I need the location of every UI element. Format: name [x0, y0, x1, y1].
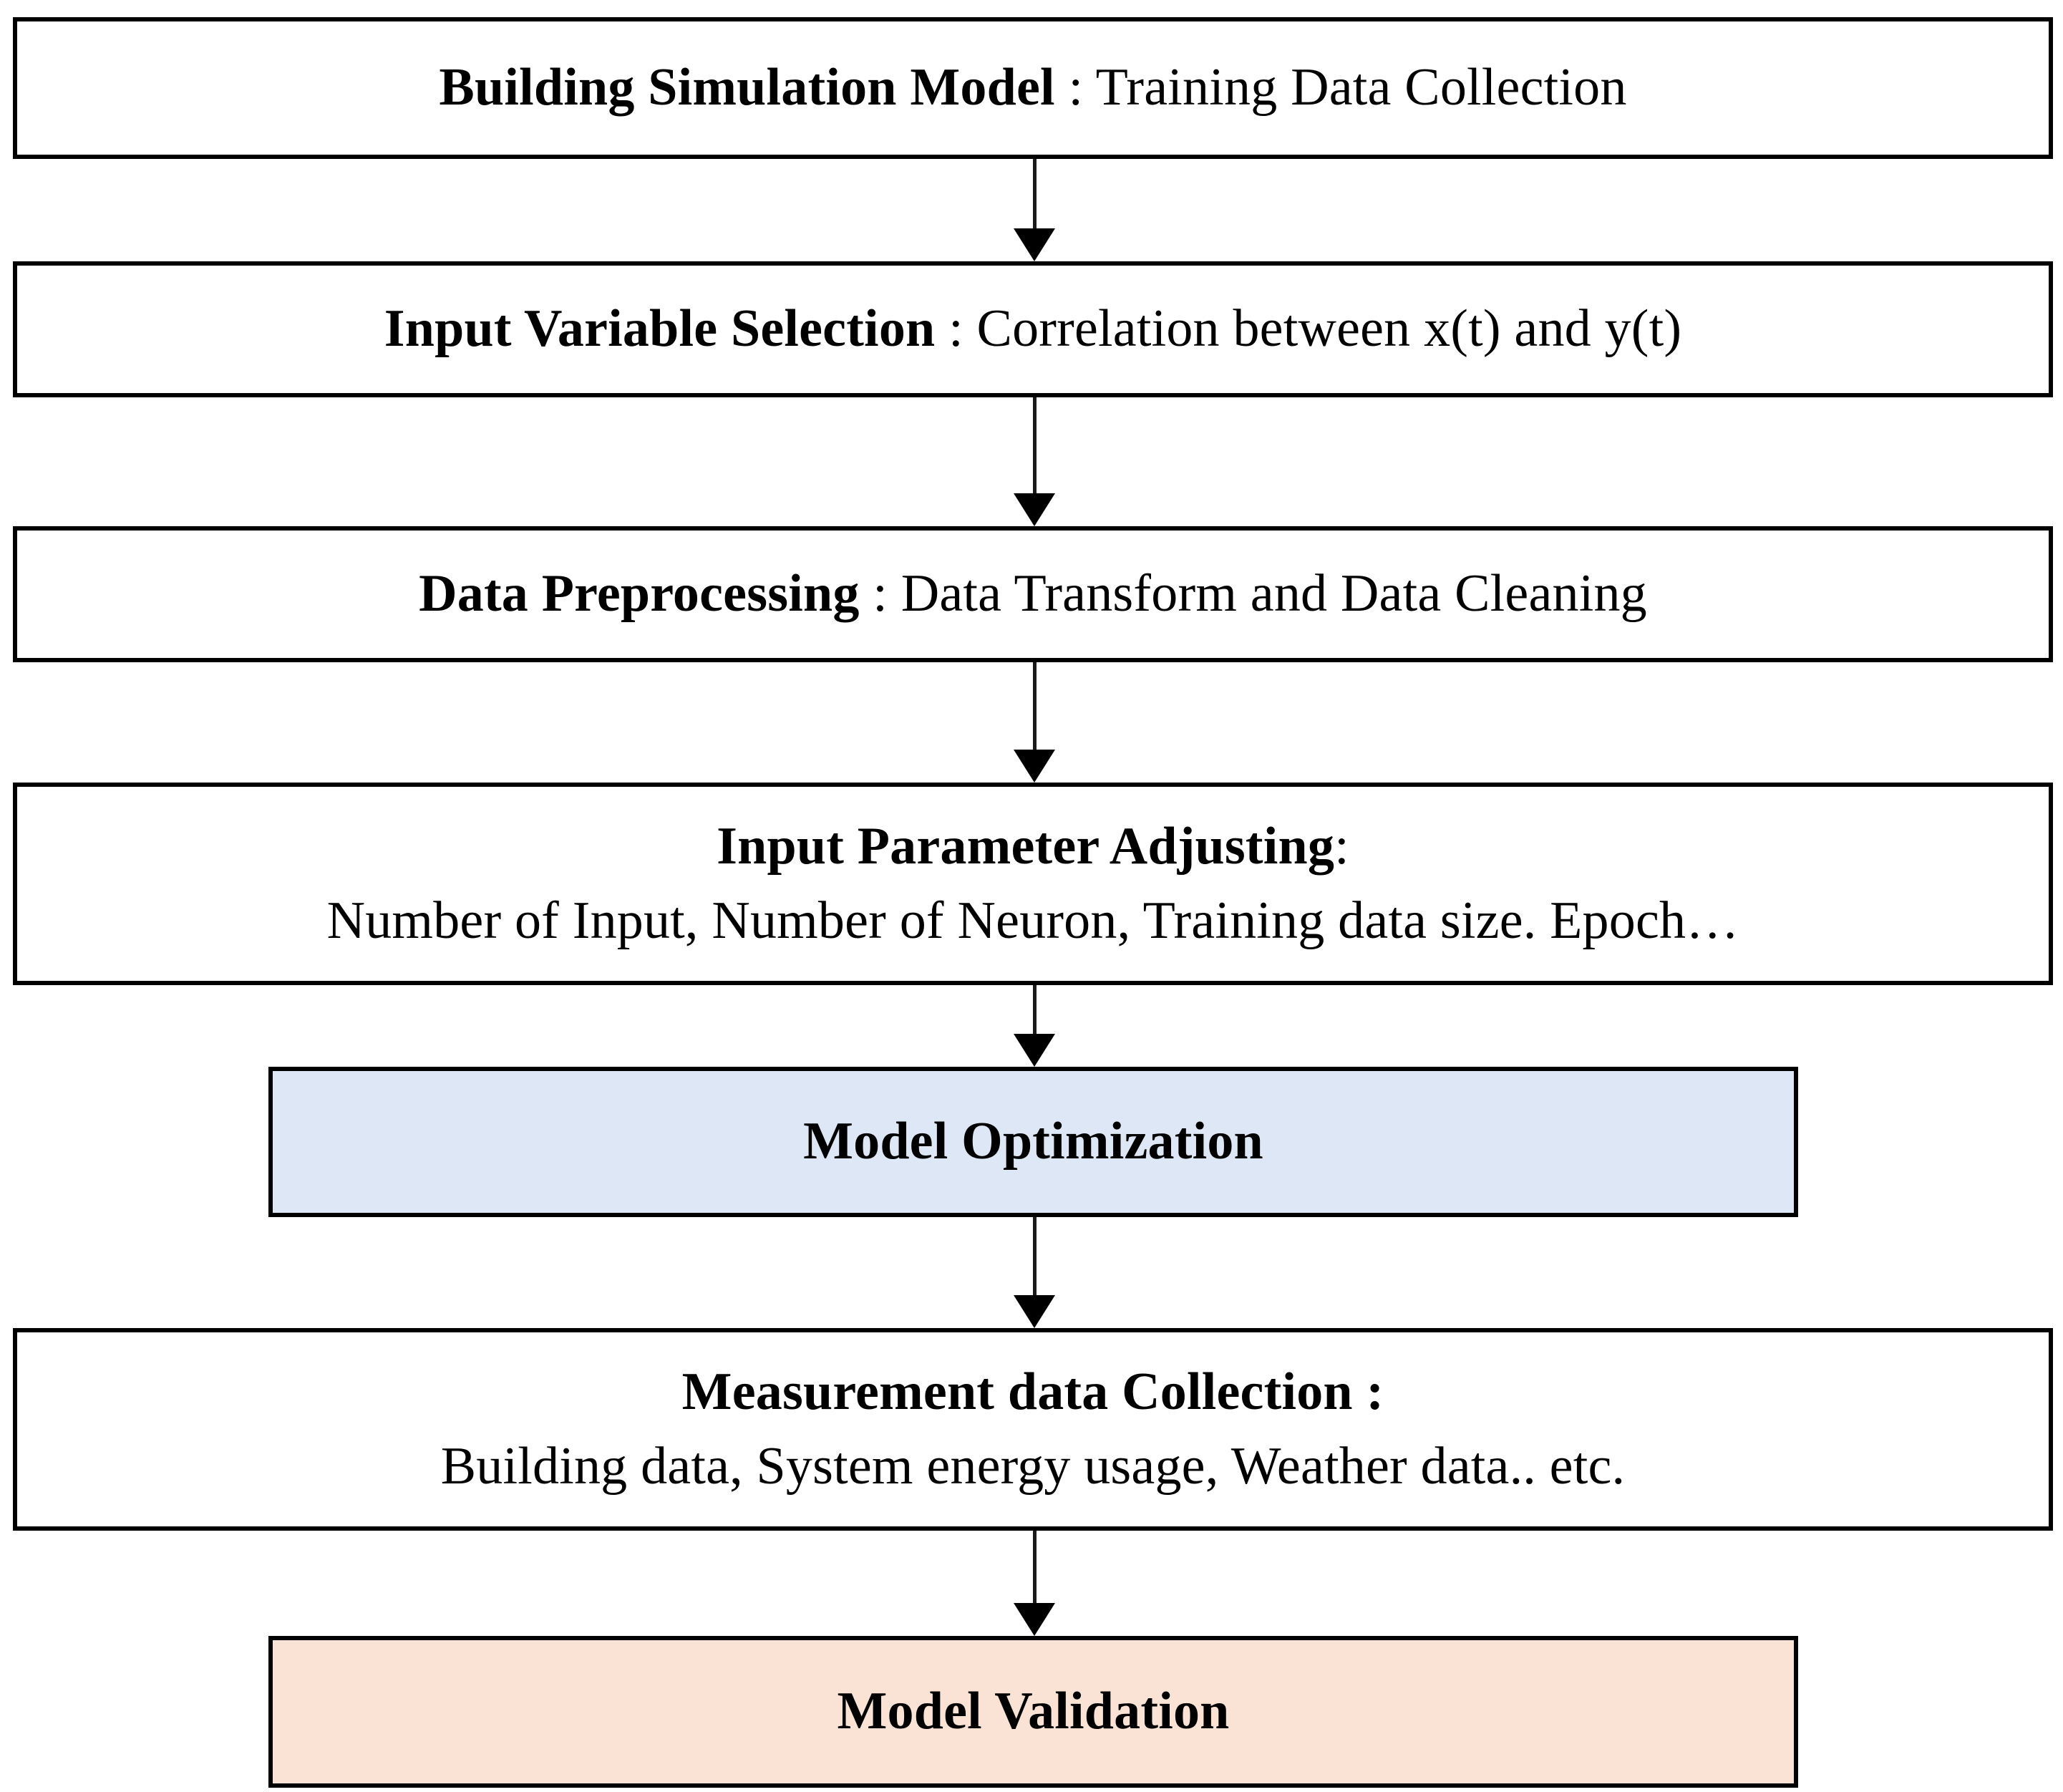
node-label-line-2: Building data, System energy usage, Weat…: [440, 1436, 1626, 1496]
node-label-bold: Input Variable Selection: [384, 299, 936, 359]
arrow-shaft: [1033, 985, 1037, 1035]
arrow-shaft: [1033, 159, 1037, 230]
connector-arrow-down-6: [1014, 1531, 1055, 1636]
flow-node-data-preprocessing[interactable]: Data Preprocessing : Data Transform and …: [13, 526, 2053, 662]
node-label-line-1: Data Preprocessing : Data Transform and …: [419, 563, 1647, 625]
arrowhead-down-icon: [1014, 493, 1055, 526]
node-label-bold: Building Simulation Model: [439, 58, 1055, 117]
node-label-bold: Input Parameter Adjusting: [717, 817, 1335, 876]
flow-node-input-variable-selection[interactable]: Input Variable Selection : Correlation b…: [13, 261, 2053, 397]
node-label-line-1: Input Parameter Adjusting:: [717, 815, 1349, 878]
arrowhead-down-icon: [1014, 1603, 1055, 1636]
flow-node-model-optimization[interactable]: Model Optimization: [268, 1067, 1798, 1217]
connector-arrow-down-2: [1014, 397, 1055, 526]
arrow-shaft: [1033, 1531, 1037, 1604]
arrowhead-down-icon: [1014, 228, 1055, 261]
connector-arrow-down-1: [1014, 159, 1055, 261]
flow-node-building-simulation-model[interactable]: Building Simulation Model : Training Dat…: [13, 17, 2053, 159]
node-label-line-1: Model Validation: [837, 1682, 1230, 1741]
connector-arrow-down-5: [1014, 1217, 1055, 1328]
arrowhead-down-icon: [1014, 1034, 1055, 1067]
arrow-shaft: [1033, 662, 1037, 751]
node-label-rest: : Data Transform and Data Cleaning: [859, 564, 1647, 624]
arrowhead-down-icon: [1014, 1295, 1055, 1328]
node-label-line-1: Input Variable Selection : Correlation b…: [384, 298, 1681, 360]
node-label-rest: :: [1334, 817, 1349, 876]
flow-node-model-validation[interactable]: Model Validation: [268, 1636, 1798, 1788]
connector-arrow-down-4: [1014, 985, 1055, 1067]
flow-node-input-parameter-adjusting[interactable]: Input Parameter Adjusting: Number of Inp…: [13, 783, 2053, 985]
node-label-line-2: Number of Input, Number of Neuron, Train…: [326, 891, 1739, 950]
node-label-line-1: Measurement data Collection :: [681, 1362, 1384, 1422]
arrow-shaft: [1033, 1217, 1037, 1297]
node-label-bold: Data Preprocessing: [419, 564, 860, 624]
arrow-shaft: [1033, 397, 1037, 495]
arrowhead-down-icon: [1014, 750, 1055, 783]
node-label-rest: : Training Data Collection: [1054, 58, 1627, 117]
connector-arrow-down-3: [1014, 662, 1055, 783]
node-label-line-1: Building Simulation Model : Training Dat…: [439, 57, 1626, 119]
flow-node-measurement-data-collection[interactable]: Measurement data Collection : Building d…: [13, 1328, 2053, 1531]
node-label-line-1: Model Optimization: [803, 1112, 1263, 1171]
node-label-rest: : Correlation between x(t) and y(t): [935, 299, 1682, 359]
